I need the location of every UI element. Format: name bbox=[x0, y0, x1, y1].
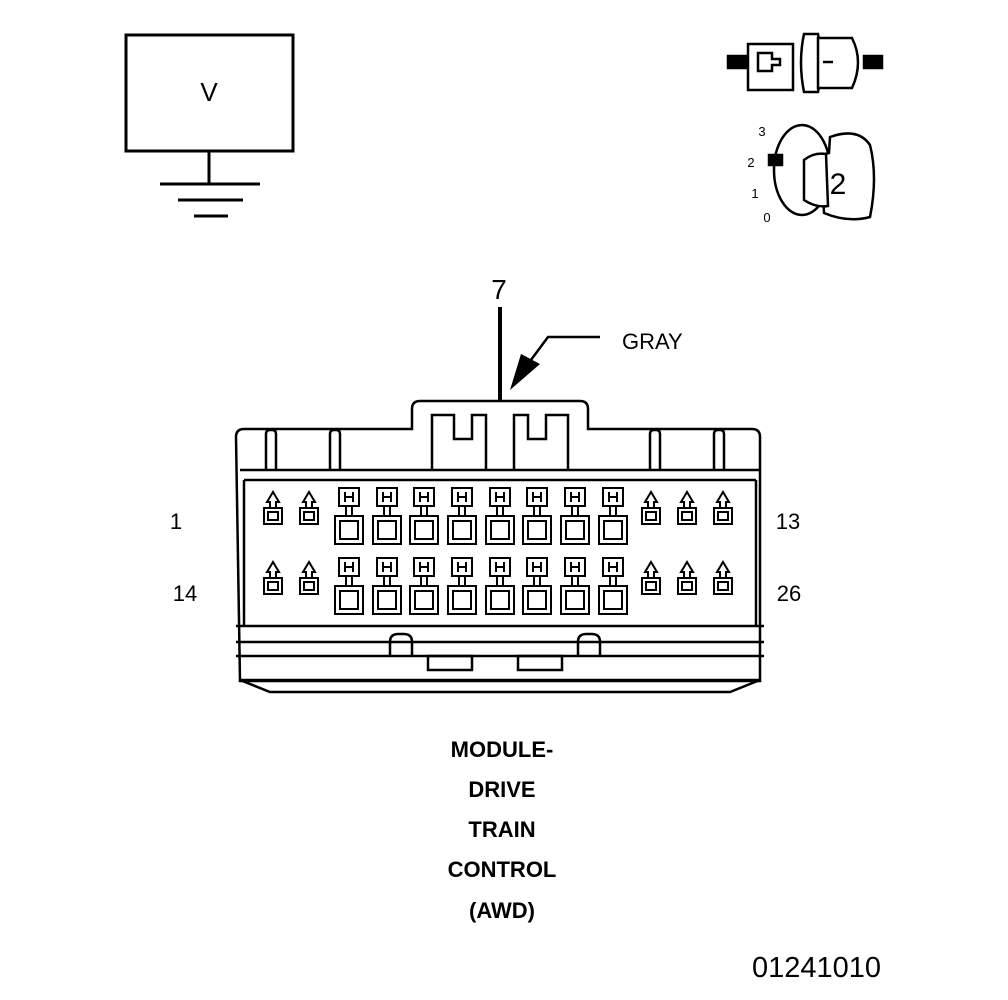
component-name-line-3: TRAIN bbox=[468, 817, 536, 842]
terminal-small-r2-l1 bbox=[263, 560, 283, 595]
terminal-large-r1-7 bbox=[560, 487, 590, 545]
component-name-line-4: CONTROL bbox=[447, 857, 557, 882]
connector-disconnect-icon bbox=[726, 32, 884, 94]
ignition-position-3: 3 bbox=[758, 124, 765, 139]
row1-start-label: 1 bbox=[170, 509, 182, 534]
terminal-small-r2-r3 bbox=[713, 560, 733, 595]
terminal-large-r1-2 bbox=[372, 487, 402, 545]
wire-color-label: GRAY bbox=[622, 329, 683, 354]
terminal-cavities bbox=[263, 487, 733, 615]
row2-end-label: 26 bbox=[777, 581, 801, 606]
component-name-line-2: DRIVE bbox=[468, 777, 536, 802]
terminal-large-r1-5 bbox=[485, 487, 515, 545]
connector-housing bbox=[234, 399, 764, 694]
component-name-line-1: MODULE- bbox=[450, 737, 554, 762]
terminal-small-r1-l2 bbox=[299, 490, 319, 525]
terminal-small-r1-r3 bbox=[713, 490, 733, 525]
ignition-switch-icon bbox=[767, 123, 876, 221]
terminal-large-r2-7 bbox=[560, 557, 590, 615]
terminal-small-r1-l1 bbox=[263, 490, 283, 525]
ignition-position-1: 1 bbox=[751, 186, 758, 201]
terminal-small-r2-l2 bbox=[299, 560, 319, 595]
terminal-large-r2-2 bbox=[372, 557, 402, 615]
row1-end-label: 13 bbox=[776, 509, 800, 534]
diagram-id: 01241010 bbox=[752, 952, 882, 984]
ignition-selected-position: 2 bbox=[830, 168, 847, 201]
row2-start-label: 14 bbox=[173, 581, 197, 606]
component-name-line-5: (AWD) bbox=[469, 898, 535, 923]
ignition-position-2: 2 bbox=[747, 155, 754, 170]
terminal-small-r1-r2 bbox=[677, 490, 697, 525]
terminal-large-r1-6 bbox=[522, 487, 552, 545]
terminal-large-r1-8 bbox=[598, 487, 628, 545]
terminal-small-r2-r2 bbox=[677, 560, 697, 595]
terminal-small-r2-r1 bbox=[641, 560, 661, 595]
terminal-large-r1-3 bbox=[409, 487, 439, 545]
terminal-large-r1-4 bbox=[447, 487, 477, 545]
terminal-large-r2-4 bbox=[447, 557, 477, 615]
voltmeter-label: V bbox=[200, 77, 218, 107]
ignition-position-0: 0 bbox=[763, 210, 770, 225]
terminal-small-r1-r1 bbox=[641, 490, 661, 525]
voltmeter-symbol bbox=[124, 33, 295, 218]
wire-color-leader bbox=[510, 335, 600, 390]
terminal-large-r2-6 bbox=[522, 557, 552, 615]
terminal-large-r2-5 bbox=[485, 557, 515, 615]
terminal-large-r2-1 bbox=[334, 557, 364, 615]
terminal-large-r2-8 bbox=[598, 557, 628, 615]
terminal-large-r1-1 bbox=[334, 487, 364, 545]
pin-number-callout: 7 bbox=[491, 274, 507, 305]
terminal-large-r2-3 bbox=[409, 557, 439, 615]
